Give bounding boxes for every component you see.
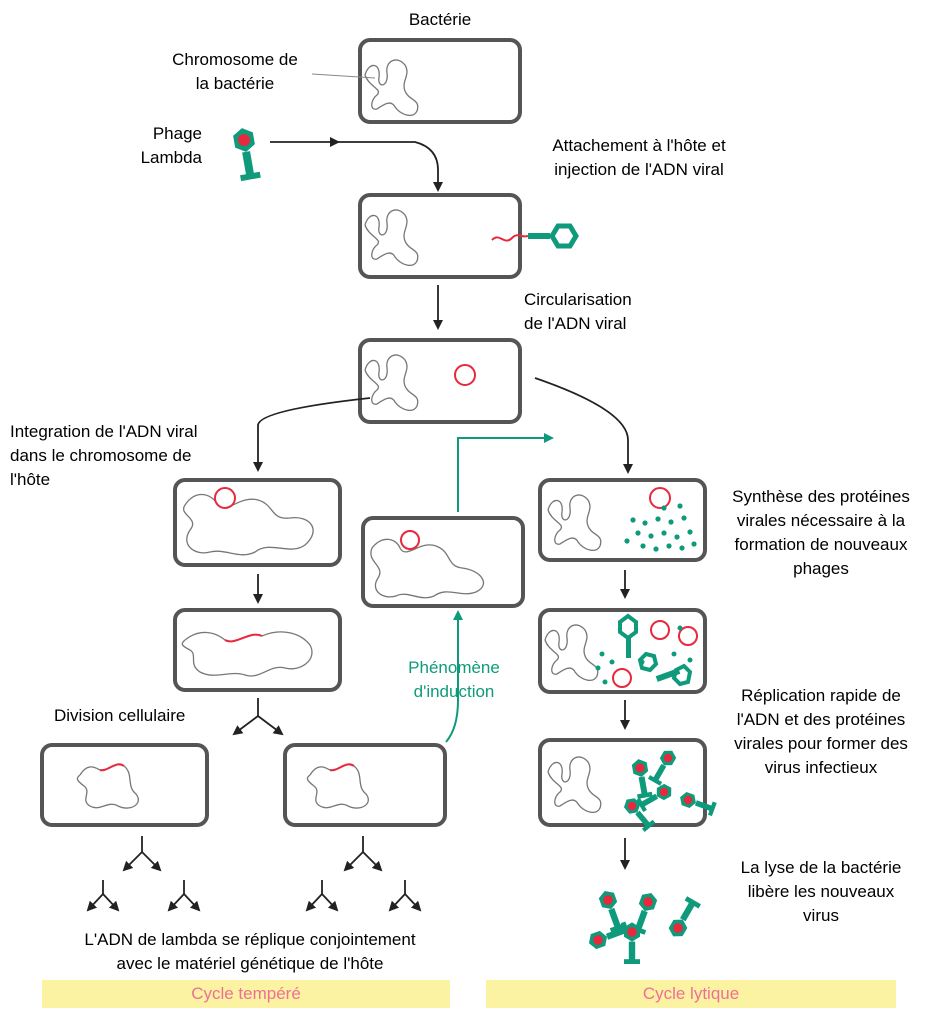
banner-cycle-lytique-text: Cycle lytique: [642, 984, 740, 1003]
label-integration: Integration de l'ADN viral dans le chrom…: [10, 422, 198, 489]
cell-replication: [538, 608, 707, 694]
cell-integration: [173, 478, 342, 567]
cell-attachment: [358, 193, 579, 279]
cell-daughter-left: [40, 743, 209, 827]
arrow-induction-up: [445, 610, 463, 743]
banner-cycle-tempere: Cycle tempéré: [42, 980, 450, 1008]
cell-synthesis: [538, 478, 707, 562]
cell-infectious: [538, 738, 717, 832]
label-replication: Réplication rapide de l'ADN et des proté…: [734, 686, 908, 777]
arrow-attach: [270, 137, 443, 192]
label-phage-lambda: Phage Lambda: [140, 124, 202, 167]
label-circularisation: Circularisation de l'ADN viral: [524, 290, 632, 333]
cell-circularisation: [358, 338, 522, 424]
arrow-induction-to-lytic: [457, 433, 554, 512]
cell-daughter-right: [283, 743, 447, 827]
arrow-to-synthesis: [534, 377, 633, 474]
cell-integrated: [173, 608, 342, 692]
free-phage-icon: [232, 126, 261, 182]
label-bacterie: Bactérie: [408, 10, 472, 29]
label-attachement: Attachement à l'hôte et injection de l'A…: [552, 136, 726, 179]
arrow-to-integration: [253, 397, 371, 472]
replication-tree-right: [305, 836, 422, 912]
banner-cycle-lytique: Cycle lytique: [486, 980, 896, 1008]
banner-cycle-tempere-text: Cycle tempéré: [191, 984, 301, 1003]
division-arrows: [232, 698, 284, 736]
label-chromosome: Chromosome de la bactérie: [172, 50, 298, 93]
label-conjointement: L'ADN de lambda se réplique conjointemen…: [84, 930, 416, 973]
label-synthese: Synthèse des protéines virales nécessair…: [732, 487, 910, 578]
label-lyse: La lyse de la bactérie libère les nouvea…: [740, 858, 902, 925]
replication-tree-left: [86, 836, 201, 912]
released-viruses: [586, 888, 701, 964]
label-induction: Phénomène d'induction: [408, 658, 500, 701]
cell-induction: [361, 516, 525, 608]
cell-bacterium: [311, 38, 522, 124]
label-division: Division cellulaire: [54, 706, 186, 725]
